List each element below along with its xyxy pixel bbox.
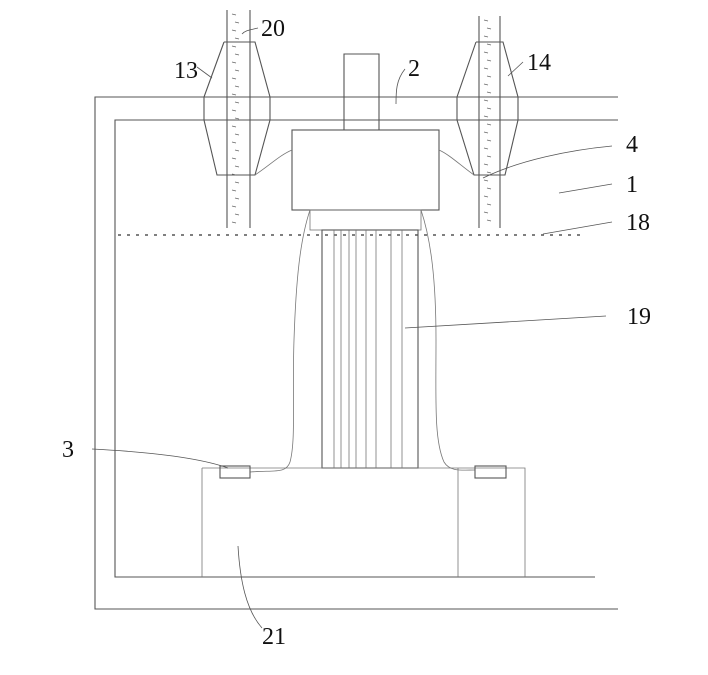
thread-mark xyxy=(483,211,489,214)
right-pad xyxy=(474,465,507,479)
thread-mark xyxy=(231,45,237,48)
right-flexible-profile xyxy=(420,209,476,471)
thread-mark xyxy=(234,21,240,24)
thread-mark xyxy=(483,35,489,38)
thread-mark xyxy=(231,109,237,112)
thread-mark xyxy=(483,99,489,102)
left-pad-3 xyxy=(219,465,251,479)
thread-mark xyxy=(234,133,240,136)
core-column-outline xyxy=(321,229,419,469)
right-screw-assembly xyxy=(438,16,519,228)
reference-labels: 20 13 2 14 4 1 18 19 3 21 xyxy=(62,16,651,650)
label-19: 19 xyxy=(627,304,651,330)
thread-mark xyxy=(231,61,237,64)
right-screw-threads xyxy=(483,19,492,222)
block-neck xyxy=(309,209,422,231)
thread-mark xyxy=(234,101,240,104)
thread-mark xyxy=(231,77,237,80)
thread-mark xyxy=(234,165,240,168)
thread-mark xyxy=(483,179,489,182)
label-21: 21 xyxy=(262,624,286,650)
leader-19 xyxy=(404,315,607,329)
thread-mark xyxy=(483,51,489,54)
thread-mark xyxy=(231,189,237,192)
thread-mark xyxy=(486,59,492,62)
thread-mark xyxy=(486,203,492,206)
label-14: 14 xyxy=(527,50,551,76)
core-column-19 xyxy=(321,229,419,469)
leader-21 xyxy=(237,545,263,629)
thread-mark xyxy=(483,115,489,118)
label-20: 20 xyxy=(261,16,285,42)
thread-mark xyxy=(234,69,240,72)
leader-3 xyxy=(91,448,229,469)
left-nut-13 xyxy=(203,41,271,176)
thread-mark xyxy=(234,149,240,152)
central-block xyxy=(291,129,440,211)
left-screw-assembly xyxy=(203,10,293,228)
thread-mark xyxy=(231,157,237,160)
leader-20 xyxy=(241,27,259,35)
thread-mark xyxy=(231,173,237,176)
leader-lines xyxy=(91,27,613,629)
thread-mark xyxy=(486,219,492,222)
left-flexible-profile xyxy=(249,209,311,473)
thread-mark xyxy=(486,91,492,94)
base-top-edge xyxy=(202,467,526,577)
housing-frame xyxy=(94,96,618,610)
thread-mark xyxy=(483,83,489,86)
label-2: 2 xyxy=(408,56,420,82)
label-3: 3 xyxy=(62,437,74,463)
thread-mark xyxy=(486,187,492,190)
thread-mark xyxy=(486,171,492,174)
leader-14 xyxy=(507,61,524,77)
left-screw-threads xyxy=(231,13,240,224)
thread-mark xyxy=(486,107,492,110)
thread-mark xyxy=(483,147,489,150)
thread-mark xyxy=(486,123,492,126)
thread-mark xyxy=(231,141,237,144)
thread-mark xyxy=(486,75,492,78)
thread-mark xyxy=(231,125,237,128)
thread-mark xyxy=(483,67,489,70)
label-1: 1 xyxy=(626,172,638,198)
thread-mark xyxy=(234,117,240,120)
thread-mark xyxy=(486,155,492,158)
thread-mark xyxy=(486,139,492,142)
thread-mark xyxy=(483,19,489,22)
leader-2 xyxy=(395,68,406,105)
thread-mark xyxy=(234,53,240,56)
right-nut-14 xyxy=(456,41,519,176)
leader-13 xyxy=(196,66,213,79)
top-shaft xyxy=(343,53,380,130)
thread-mark xyxy=(486,27,492,30)
left-link-curve xyxy=(254,149,293,176)
label-13: 13 xyxy=(174,58,198,84)
housing-inner-wall xyxy=(114,119,618,578)
base-platform-21 xyxy=(201,465,526,577)
shaft-body xyxy=(343,53,380,130)
thread-mark xyxy=(234,213,240,216)
housing-outer-wall xyxy=(94,96,618,610)
right-link-curve xyxy=(438,149,475,176)
thread-mark xyxy=(483,131,489,134)
thread-mark xyxy=(234,197,240,200)
thread-mark xyxy=(234,85,240,88)
thread-mark xyxy=(483,195,489,198)
label-4: 4 xyxy=(626,132,638,158)
thread-mark xyxy=(483,163,489,166)
leader-4 xyxy=(482,145,613,179)
thread-mark xyxy=(231,205,237,208)
thread-mark xyxy=(234,181,240,184)
label-18: 18 xyxy=(626,210,650,236)
leader-1 xyxy=(558,183,613,194)
thread-mark xyxy=(231,13,237,16)
thread-mark xyxy=(231,221,237,224)
thread-mark xyxy=(486,43,492,46)
thread-mark xyxy=(231,29,237,32)
thread-mark xyxy=(231,93,237,96)
leader-18 xyxy=(542,221,613,235)
thread-mark xyxy=(234,37,240,40)
